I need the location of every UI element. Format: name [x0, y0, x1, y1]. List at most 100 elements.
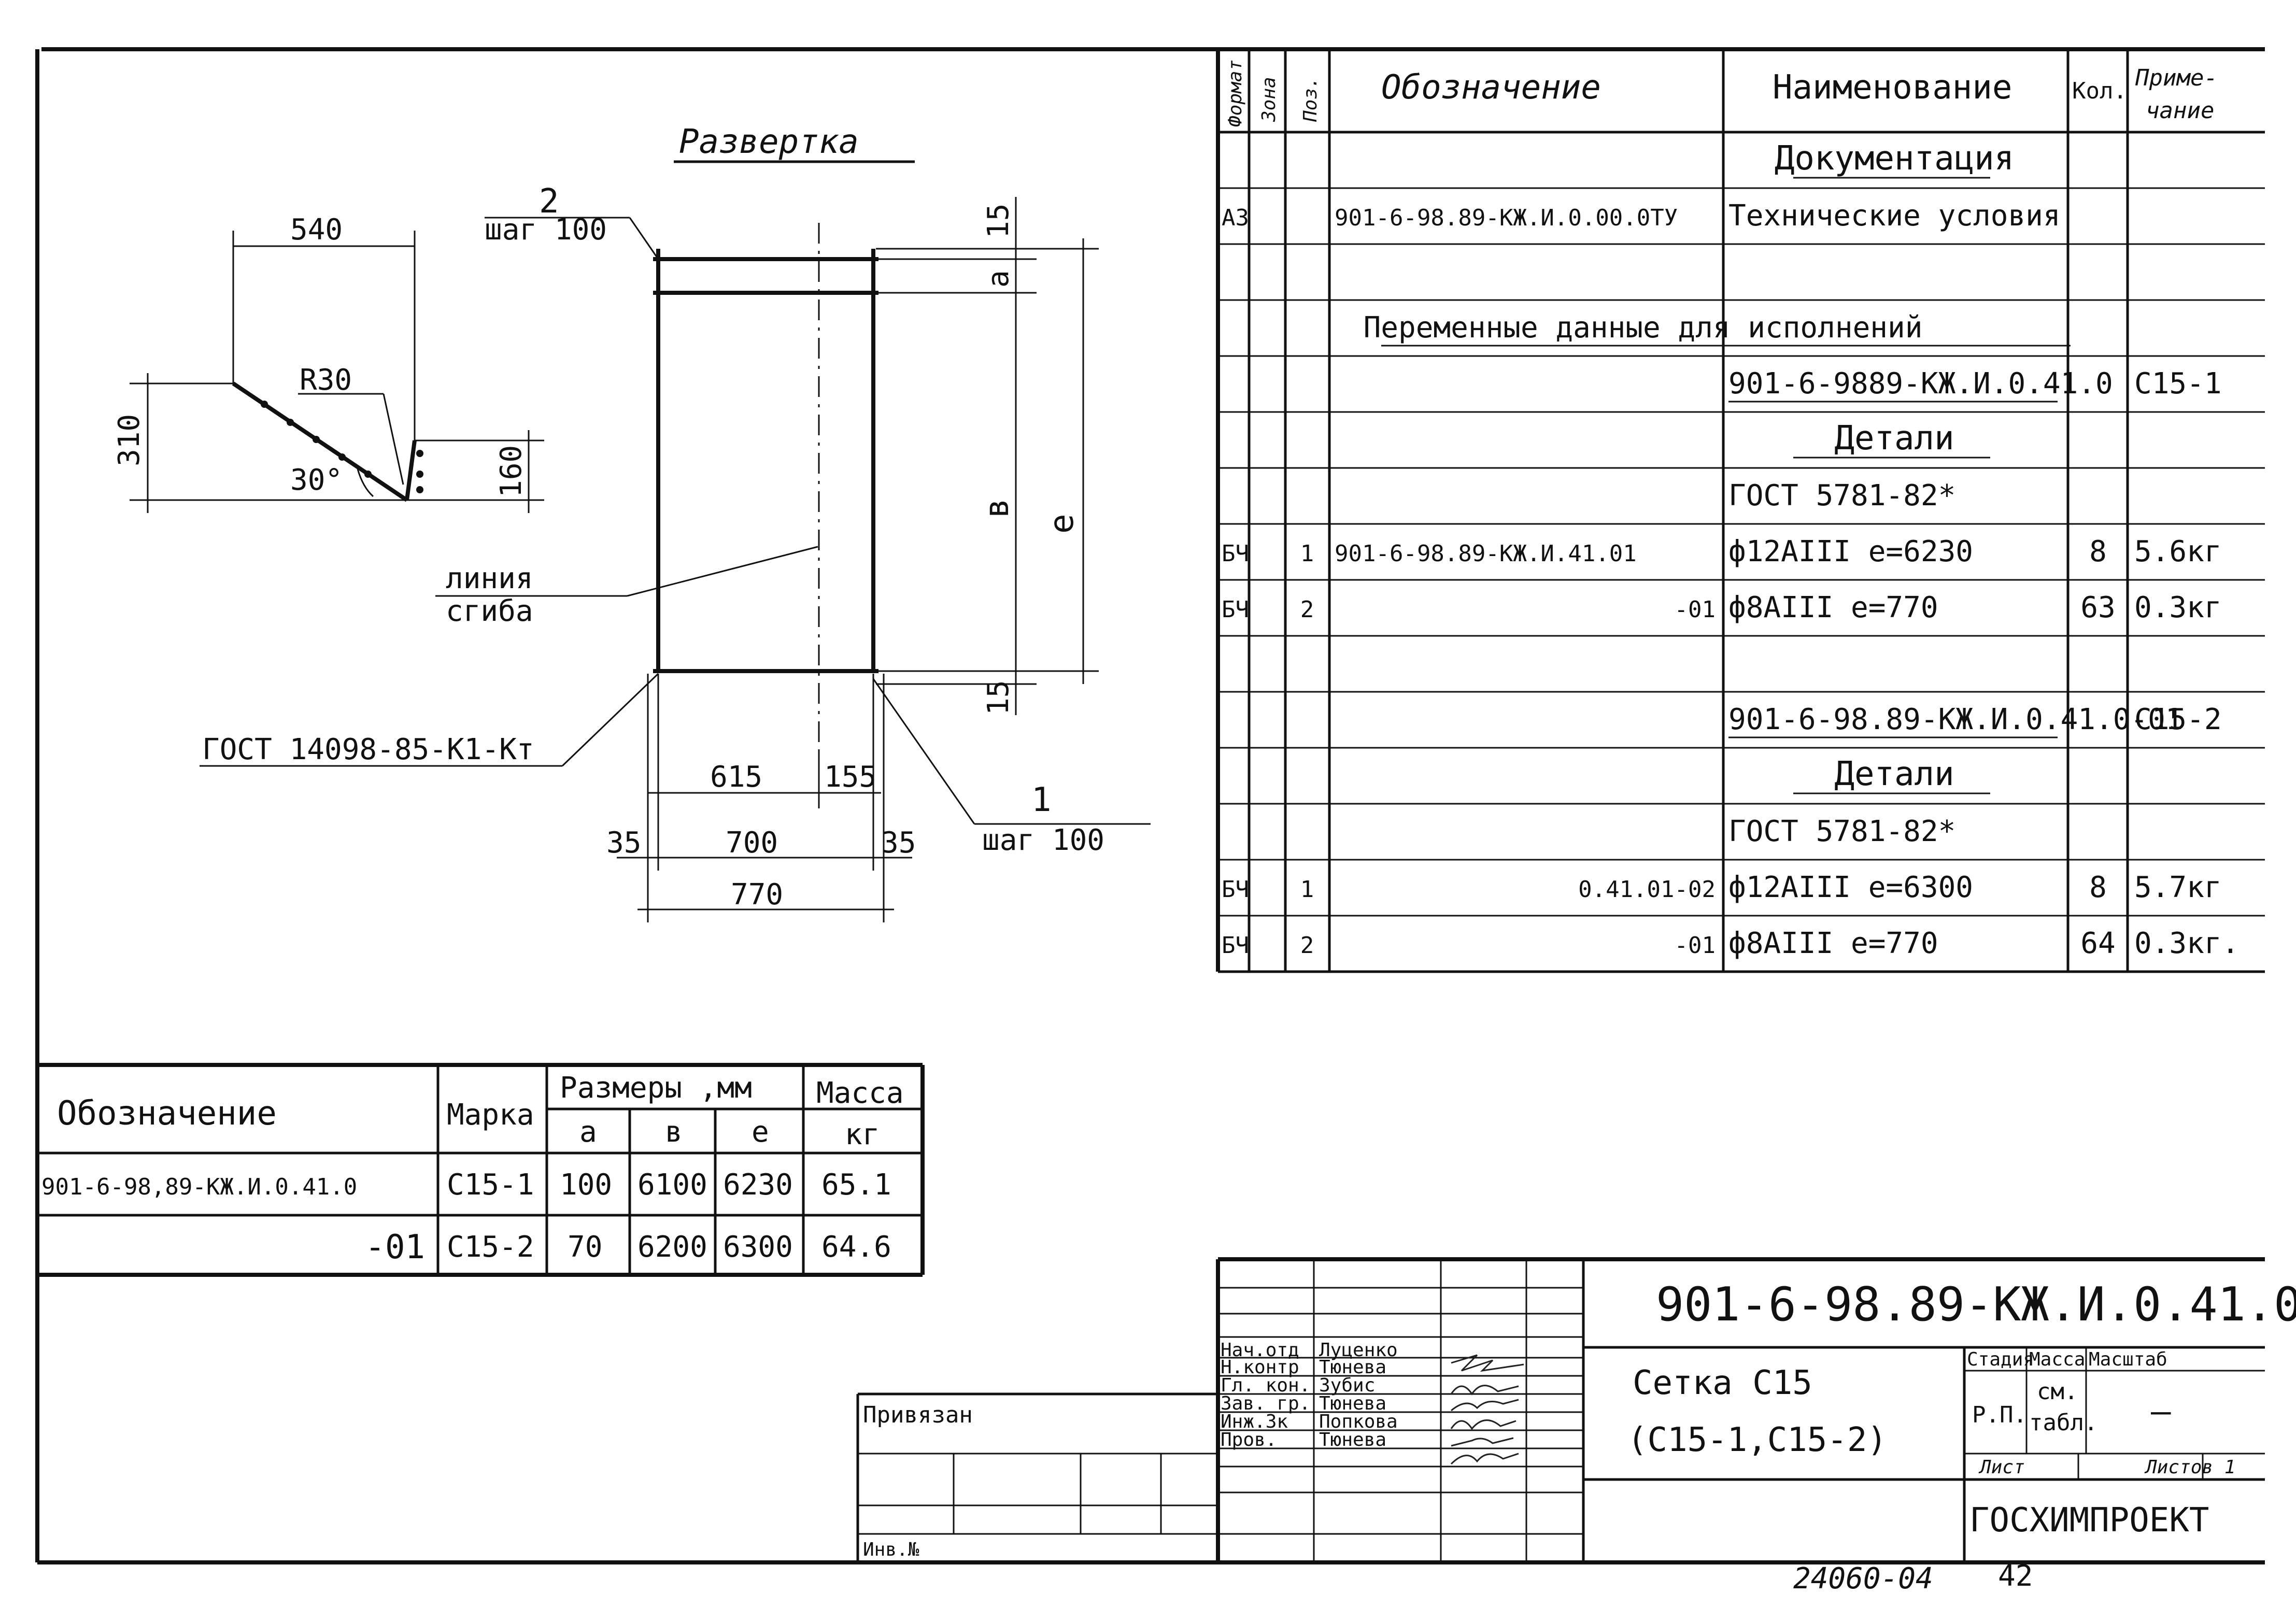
variant-a: 70: [568, 1230, 602, 1264]
spec-header-zone: Зона: [1258, 77, 1280, 122]
variants-header-a: а: [579, 1115, 597, 1149]
spec-header-format: Формат: [1225, 60, 1246, 127]
spec-row: БЧ 1 0.41.01-02 ф12АIII е=6300 8 5.7кг: [1222, 871, 2222, 904]
development-drawing: Развертка 540 R30 3: [112, 123, 1151, 922]
spec-cell-note: 5.6кг: [2134, 535, 2222, 568]
bend-line-label-1: линия: [446, 562, 533, 595]
signatures: [1450, 1354, 1524, 1465]
title-block-role-row: Инж.3к Попкова: [1221, 1411, 1398, 1432]
spec-cell-designation: 901-6-98.89-КЖ.И.41.01: [1335, 540, 1637, 567]
variants-table: Обозначение Марка Размеры ,мм а в е Масс…: [37, 1063, 925, 1277]
dim-a: a: [982, 270, 1015, 288]
scale-value: —: [2151, 1392, 2171, 1431]
spec-cell-note: С15-1: [2134, 367, 2222, 401]
drawing-title: Развертка: [679, 123, 859, 161]
role-label: Пров.: [1221, 1429, 1277, 1450]
role-person: Луценко: [1319, 1340, 1398, 1361]
bend-line-label-2: сгиба: [446, 594, 533, 628]
spec-cell-designation: 0.41.01-02: [1578, 876, 1716, 903]
spec-cell-format: БЧ: [1222, 932, 1249, 959]
spec-cell-format: БЧ: [1222, 540, 1249, 567]
pos1-number: 1: [1031, 781, 1052, 819]
dim-e: e: [1043, 514, 1081, 534]
spec-cell-name: ГОСТ 5781-82*: [1728, 815, 1955, 848]
role-label: Инж.3к: [1221, 1411, 1288, 1432]
variants-header-designation: Обозначение: [57, 1094, 277, 1133]
spec-cell-name: ф8АIII е=770: [1728, 927, 1938, 960]
title-block-role-row: Гл. кон.Зубис: [1221, 1375, 1375, 1396]
spec-row: Детали: [1793, 755, 1990, 794]
sheet-header: Лист: [1978, 1457, 2025, 1478]
spec-header-note-2: чание: [2146, 97, 2214, 124]
variant-designation: -01: [365, 1228, 425, 1267]
dim-155: 155: [824, 760, 876, 794]
spec-cell-qty: 64: [2080, 927, 2115, 960]
role-person: Тюнева: [1319, 1393, 1386, 1414]
title-block-role-row: Зав. гр.Тюнева: [1221, 1393, 1386, 1414]
spec-cell-qty: 8: [2089, 871, 2107, 904]
spec-cell-format: БЧ: [1222, 876, 1249, 903]
product-variants: (С15-1,С15-2): [1627, 1421, 1887, 1459]
variant-designation: 901-6-98,89-КЖ.И.0.41.0: [41, 1174, 357, 1200]
variant-e: 6300: [723, 1230, 793, 1264]
footer: 24060-04 42: [1793, 1559, 2033, 1596]
spec-header-name: Наименование: [1773, 68, 2012, 107]
spec-cell-name: ф12АIII е=6230: [1728, 535, 1973, 568]
spec-cell-name: ф12АIII е=6300: [1728, 871, 1973, 904]
bend-profile: 540 R30 310 160 30°: [112, 213, 544, 513]
spec-cell-name: ГОСТ 5781-82*: [1728, 479, 1955, 513]
spec-cell-pos: 1: [1300, 876, 1314, 903]
dim-310: 310: [112, 414, 146, 466]
role-person: Попкова: [1319, 1411, 1398, 1432]
callouts: 2 шаг 100 линия сгиба ГОСТ 14098-85-К1-К…: [200, 182, 1151, 857]
dim-15-bot: 15: [982, 680, 1015, 715]
variants-header-mark: Марка: [447, 1098, 534, 1132]
role-label: Гл. кон.: [1221, 1375, 1310, 1396]
variants-header-e: е: [752, 1115, 769, 1149]
organization: ГОСХИМПРОЕКТ: [1969, 1501, 2209, 1540]
spec-cell-pos: 2: [1300, 596, 1314, 623]
spec-row: 901-6-9889-КЖ.И.0.41.0 С15-1: [1728, 367, 2222, 403]
variants-header-b: в: [665, 1115, 683, 1149]
variant-e: 6230: [723, 1168, 793, 1202]
title-block-role-row: Пров. Тюнева: [1221, 1429, 1386, 1450]
spec-header: Формат Зона Поз. Обозначение Наименовани…: [1225, 60, 2218, 127]
spec-cell-note: 0.3кг.: [2134, 927, 2239, 960]
stage-value: Р.П.: [1972, 1402, 2027, 1428]
variants-row: -01 С15-2 70 6200 6300 64.6: [365, 1228, 891, 1267]
spec-header-note-1: Приме-: [2135, 65, 2218, 91]
spec-cell-format: А3: [1222, 205, 1249, 231]
role-person: Тюнева: [1319, 1429, 1386, 1450]
spec-cell-designation: -01: [1675, 596, 1716, 623]
spec-table: Формат Зона Поз. Обозначение Наименовани…: [1216, 49, 2265, 973]
stage-header: Стадия: [1967, 1349, 2034, 1370]
dim-540: 540: [290, 213, 343, 247]
role-label: Н.контр: [1221, 1357, 1299, 1378]
variant-mark: С15-2: [447, 1230, 534, 1264]
variants-header-mass: Масса: [816, 1076, 904, 1110]
dim-15-top: 15: [982, 204, 1015, 238]
pos2-step: шаг 100: [485, 213, 607, 247]
spec-cell-name: 901-6-98.89-КЖ.И.0.41.0-01: [1728, 703, 2183, 736]
mass-value-1: см.: [2037, 1378, 2078, 1405]
spec-cell-name: Детали: [1834, 755, 1954, 793]
dim-b: в: [978, 498, 1016, 518]
spec-row: Документация: [1775, 139, 2014, 179]
spec-cell-note: 5.7кг: [2134, 871, 2222, 904]
spec-cell-name: 901-6-9889-КЖ.И.0.41.0: [1728, 367, 2113, 401]
variant-b: 6200: [637, 1230, 707, 1264]
spec-header-pos: Поз.: [1300, 77, 1321, 122]
dim-r30: R30: [300, 363, 352, 397]
scale-header: Масштаб: [2089, 1349, 2167, 1370]
dim-35-left: 35: [606, 826, 641, 860]
spec-cell-name: Переменные данные для исполнений: [1364, 311, 1923, 345]
spec-cell-note: С15-2: [2134, 703, 2222, 736]
dim-700: 700: [726, 826, 778, 860]
